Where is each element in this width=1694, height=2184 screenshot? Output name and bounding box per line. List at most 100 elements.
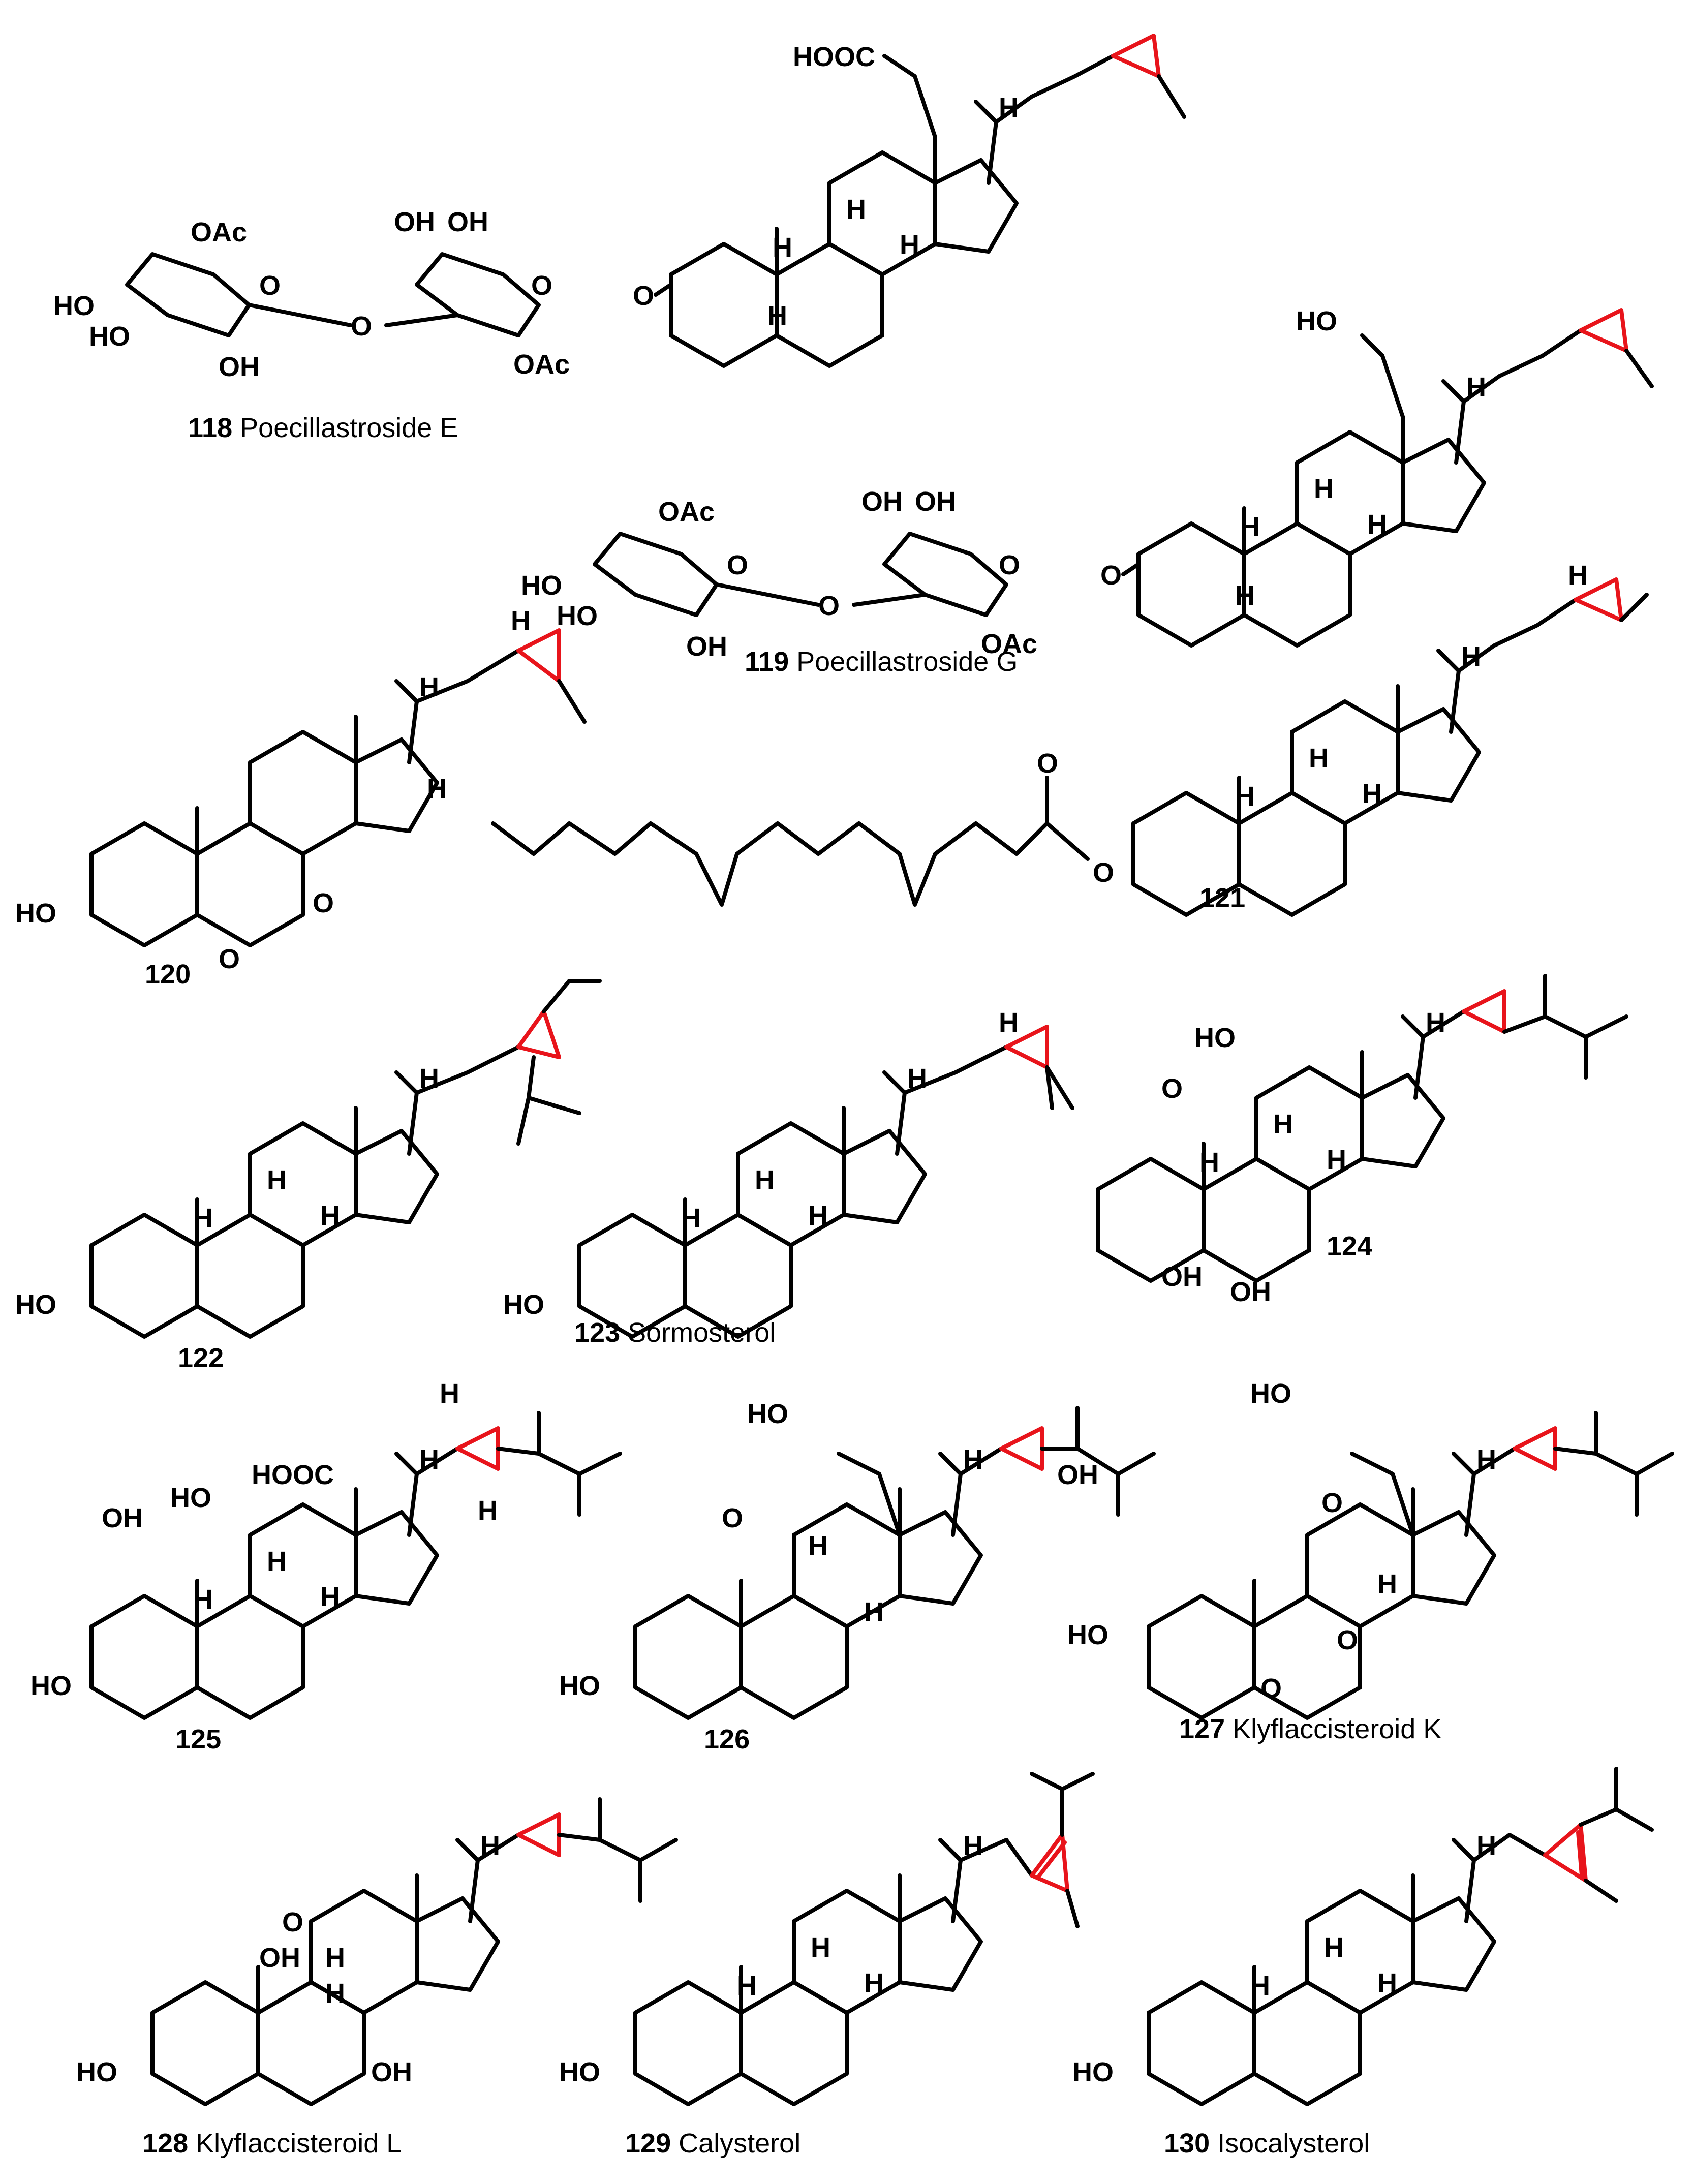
h-label: H <box>808 1531 828 1561</box>
h-label: H <box>478 1495 498 1526</box>
ho-label: HO <box>53 291 95 321</box>
compound-121: H H H H H O O 121 <box>491 560 1649 915</box>
compound-124: H HO O H H H OH OH 124 <box>1098 974 1628 1307</box>
ho-label: HO <box>559 2057 600 2087</box>
caption-121: 121 <box>1199 883 1245 913</box>
o-label: O <box>633 281 654 311</box>
ho-label: HO <box>1067 1620 1108 1650</box>
ho-label: HO <box>1250 1378 1291 1409</box>
o-label: O <box>999 550 1020 580</box>
caption-125: 125 <box>175 1724 221 1755</box>
h-label: H <box>480 1831 500 1861</box>
h-label: H <box>1476 1831 1496 1861</box>
h-label: H <box>1568 560 1588 591</box>
oh-label: OH <box>219 352 260 382</box>
h-label: H <box>999 93 1019 123</box>
o-label: O <box>259 270 281 301</box>
caption-118: 118 Poecillastroside E <box>188 413 458 443</box>
h-label: H <box>999 1007 1019 1038</box>
h-label: H <box>325 1943 345 1973</box>
o-label: O <box>1321 1488 1343 1518</box>
oac-label: OAc <box>191 217 247 248</box>
h-label: H <box>767 301 787 331</box>
h-label: H <box>1377 1968 1397 1998</box>
o-label: O <box>219 944 240 974</box>
oac-label: OAc <box>981 629 1037 659</box>
h-label: H <box>963 1444 983 1475</box>
oh-label: OH <box>447 207 488 237</box>
ho-label: HO <box>747 1399 788 1429</box>
h-label: H <box>773 232 792 263</box>
h-label: H <box>1476 1444 1496 1475</box>
caption-120: 120 <box>145 959 191 990</box>
caption-122: 122 <box>178 1343 224 1373</box>
caption-119: 119 Poecillastroside G <box>745 647 1018 677</box>
oac-label: OAc <box>513 349 570 380</box>
oh-label: OH <box>861 486 903 517</box>
oh-label: OH <box>394 207 435 237</box>
h-label: H <box>864 1597 884 1627</box>
ho-label: HO <box>521 570 562 601</box>
h-label: H <box>1199 1147 1219 1178</box>
ho-label: HO <box>30 1671 72 1701</box>
compound-130: H H H H HO 130 Isocalysterol <box>1072 1767 1654 2159</box>
h-label: H <box>1235 580 1255 611</box>
caption-129: 129 Calysterol <box>625 2128 800 2159</box>
caption-123: 123 Sormosterol <box>574 1317 776 1348</box>
h-label: H <box>907 1063 927 1094</box>
h-label: H <box>963 1831 983 1861</box>
h-label: H <box>267 1165 287 1195</box>
o-label: O <box>531 270 552 301</box>
compound-120: H H H HO O O 120 <box>15 606 587 990</box>
ho-label: HO <box>1194 1023 1236 1053</box>
h-label: H <box>1240 512 1260 542</box>
ho-label: HO <box>170 1483 211 1513</box>
compound-119: HO H H H H H O O O O OAc HO HO OH OH OH … <box>521 306 1654 677</box>
ho-label: HO <box>503 1289 544 1320</box>
h-label: H <box>1235 781 1255 812</box>
h-label: H <box>737 1971 757 2001</box>
oh-label: OH <box>1057 1460 1098 1490</box>
o-label: O <box>1093 857 1114 888</box>
compound-129: H H H H HO 129 Calysterol <box>559 1772 1095 2159</box>
h-label: H <box>1426 1007 1445 1038</box>
h-label: H <box>193 1584 213 1615</box>
h-label: H <box>1367 509 1387 540</box>
caption-126: 126 <box>704 1724 750 1755</box>
oh-label: OH <box>1161 1262 1203 1292</box>
compound-122: H H H H HO 122 <box>15 979 602 1373</box>
oh-label: OH <box>371 2057 412 2087</box>
o-label: O <box>282 1907 303 1937</box>
oh-label: OH <box>686 631 727 662</box>
h-label: H <box>511 606 531 636</box>
compound-126: OH H HO O H H HO 126 <box>559 1399 1156 1755</box>
oh-label: OH <box>915 486 956 517</box>
h-label: H <box>1273 1109 1293 1140</box>
h-label: H <box>419 672 439 702</box>
h-label: H <box>681 1203 701 1234</box>
h-label: H <box>811 1932 830 1963</box>
hooc-label: HOOC <box>793 42 875 72</box>
h-label: H <box>864 1968 884 1998</box>
o-label: O <box>1161 1073 1183 1104</box>
caption-128: 128 Klyflaccisteroid L <box>142 2128 402 2159</box>
hooc-label: HOOC <box>252 1460 334 1490</box>
h-label: H <box>440 1378 459 1409</box>
o-label: O <box>1260 1673 1282 1704</box>
h-label: H <box>1327 1145 1346 1175</box>
h-label: H <box>1362 779 1382 809</box>
o-label: O <box>1037 748 1058 779</box>
o-label: O <box>722 1503 743 1533</box>
o-label: O <box>818 591 840 621</box>
ho-label: HO <box>15 1289 56 1320</box>
caption-127: 127 Klyflaccisteroid K <box>1179 1714 1441 1744</box>
h-label: H <box>1377 1569 1397 1599</box>
oh-label: OH <box>102 1503 143 1533</box>
h-label: H <box>808 1201 828 1231</box>
h-label: H <box>1314 474 1334 504</box>
h-label: H <box>267 1546 287 1577</box>
compound-125: H H H HOOC HO OH H H H HO 125 <box>30 1378 622 1755</box>
ho-label: HO <box>89 321 130 352</box>
ho-label: HO <box>15 898 56 929</box>
